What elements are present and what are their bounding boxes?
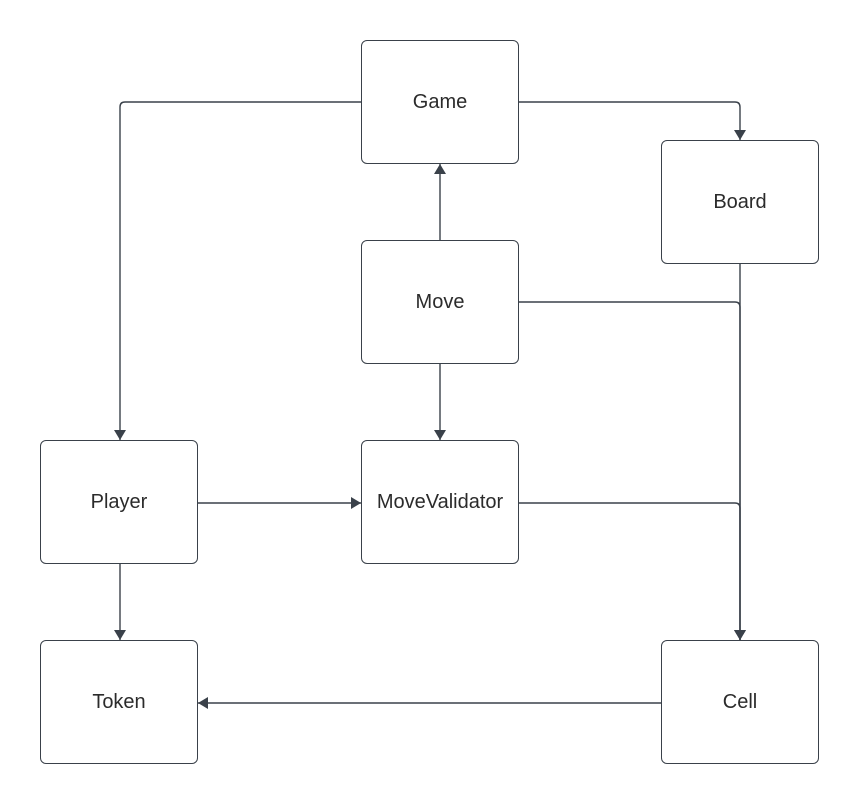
cell-label: Cell [722, 690, 758, 713]
edge-game-to-board [519, 101, 746, 140]
board-node[interactable]: Board [661, 140, 819, 264]
token-node[interactable]: Token [40, 640, 198, 764]
edge-game-to-player [114, 101, 361, 440]
token-label: Token [92, 690, 146, 713]
move-validator-node[interactable]: MoveValidator [361, 440, 519, 564]
player-node[interactable]: Player [40, 440, 198, 564]
move-node[interactable]: Move [361, 240, 519, 364]
move-validator-label: MoveValidator [376, 490, 504, 513]
game-label: Game [412, 90, 468, 113]
cell-node[interactable]: Cell [661, 640, 819, 764]
player-label: Player [90, 490, 148, 513]
move-label: Move [415, 290, 465, 313]
edge-move-to-cell [519, 301, 746, 640]
edge-movevalidator-to-cell [519, 502, 746, 640]
board-label: Board [713, 190, 767, 213]
game-node[interactable]: Game [361, 40, 519, 164]
